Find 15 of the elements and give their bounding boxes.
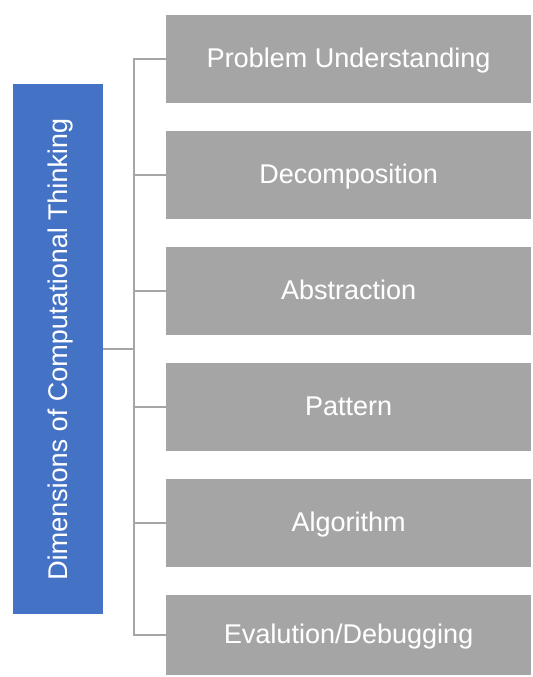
dimension-box [166,595,531,675]
dimension-box [166,131,531,219]
dimension-box [166,15,531,103]
category-box [13,84,103,614]
category-label: Dimensions of Computational Thinking [42,117,74,582]
dimension-box [166,247,531,335]
dimension-box [166,479,531,567]
connector-line [103,348,166,636]
dimension-label: Evalution/Debugging [224,618,474,652]
dimension-box [166,363,531,451]
dimension-label: Pattern [304,390,392,424]
dimension-label: Abstraction [280,274,416,308]
dimension-label: Algorithm [291,506,406,540]
dimension-label: Problem Understanding [206,42,490,76]
dimension-label: Decomposition [259,158,438,192]
